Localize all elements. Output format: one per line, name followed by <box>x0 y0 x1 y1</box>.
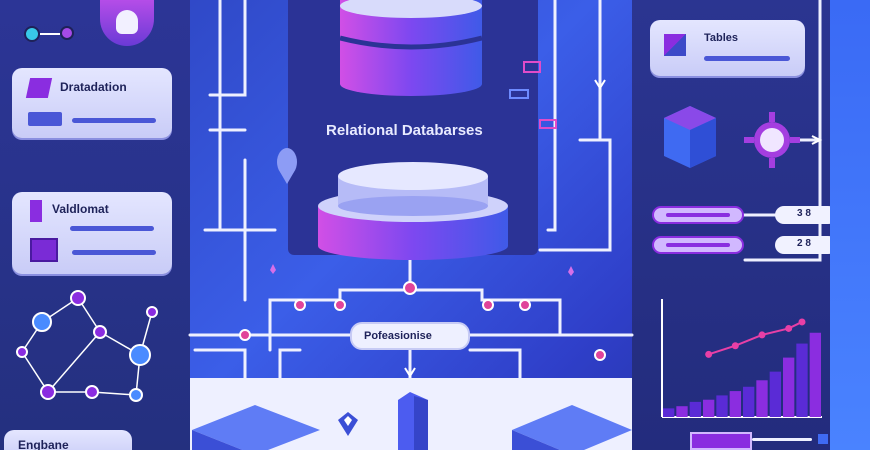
table-icon <box>664 34 686 56</box>
chart-bar <box>796 343 808 417</box>
growth-chart <box>661 299 822 418</box>
link-connector <box>40 33 60 35</box>
chart-bar <box>769 371 781 417</box>
chart-bar <box>676 406 688 417</box>
chart-bar <box>743 386 755 417</box>
right-edge <box>830 0 870 450</box>
link-node-icon <box>24 26 40 42</box>
link-node-icon-2 <box>60 26 74 40</box>
chart-bar <box>716 395 728 417</box>
chart-point <box>785 324 793 332</box>
chart-bar <box>729 391 741 417</box>
chart-bar <box>783 357 795 417</box>
tables-label: Tables <box>704 32 739 44</box>
relation-key-label: 3 8 <box>797 208 811 219</box>
engine-label: Engbane <box>18 438 69 450</box>
relation-key[interactable]: 3 8 <box>775 206 837 224</box>
card-line <box>70 226 154 231</box>
process-label: Pofeasionise <box>364 330 432 342</box>
process-box[interactable]: Pofeasionise <box>350 322 470 350</box>
window-icon <box>30 238 58 262</box>
chart-bar <box>663 408 675 417</box>
chart-frame <box>640 295 828 425</box>
relation-row[interactable] <box>652 206 744 224</box>
relation-row[interactable] <box>652 236 744 254</box>
mini-panel <box>690 432 752 450</box>
chart-bar <box>689 401 701 417</box>
chart-point <box>731 342 739 350</box>
card-label: Dratadation <box>60 80 127 94</box>
card-line <box>704 56 790 61</box>
relation-key[interactable]: 2 8 <box>775 236 837 254</box>
lightbulb-glow <box>116 10 138 34</box>
left-card-valdlomat[interactable]: Valdlomat <box>12 192 172 274</box>
mini-line <box>752 438 812 441</box>
engine-card[interactable]: Engbane <box>4 430 132 450</box>
chart-bar <box>703 399 715 417</box>
left-card-dratadation[interactable]: Dratadation <box>12 68 172 138</box>
relation-line <box>666 213 730 217</box>
chart-point <box>798 318 806 326</box>
relation-line <box>666 243 730 247</box>
diagram-title: Relational Databarses <box>326 122 483 139</box>
card-line <box>72 118 156 123</box>
document-icon <box>30 200 42 222</box>
card-line <box>72 250 156 255</box>
chart-point <box>758 331 766 339</box>
card-label: Valdlomat <box>52 202 109 216</box>
card-chip <box>28 112 62 126</box>
mini-square <box>818 434 828 444</box>
chart-point <box>705 350 713 358</box>
chart-bar <box>809 332 821 417</box>
tables-card[interactable]: Tables <box>650 20 805 76</box>
chart-bar <box>756 380 768 417</box>
relation-key-label: 2 8 <box>797 238 811 249</box>
